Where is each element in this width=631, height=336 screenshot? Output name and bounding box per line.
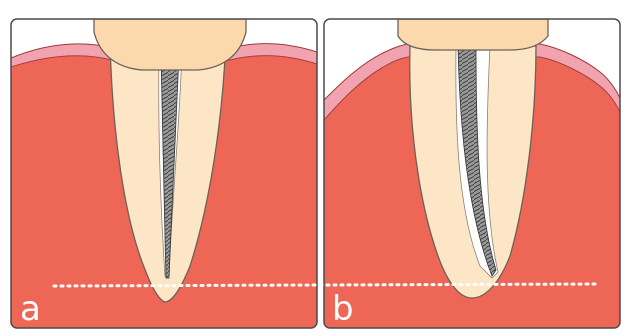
panel-b <box>324 19 620 330</box>
crown-b <box>398 19 548 50</box>
panel-a-label: a <box>20 289 41 329</box>
crown-a <box>94 19 246 70</box>
panel-b-label: b <box>332 289 354 329</box>
panel-a <box>11 19 317 330</box>
